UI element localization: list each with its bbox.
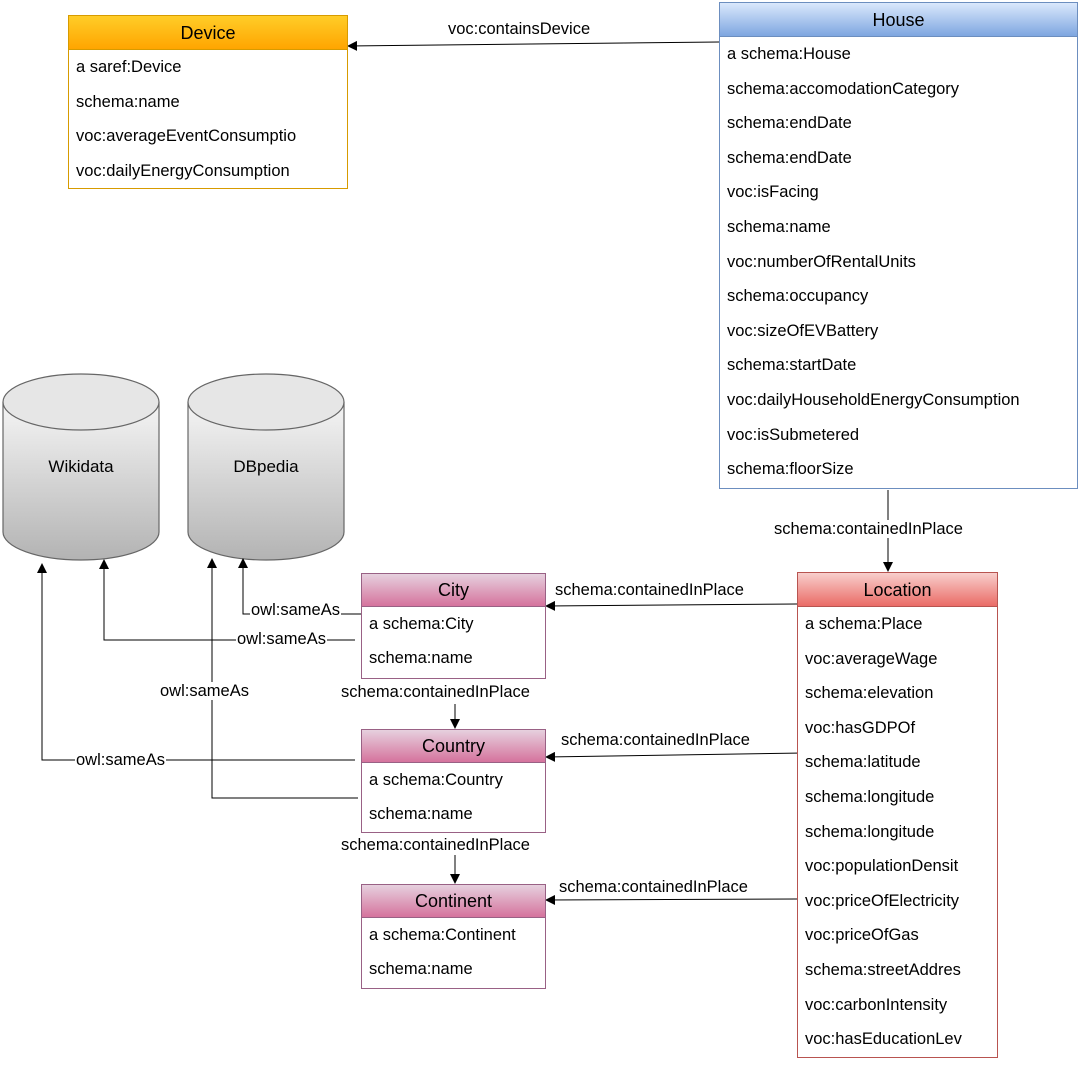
location-attr: voc:populationDensit	[805, 857, 959, 876]
location-attr: voc:hasGDPOf	[805, 718, 916, 737]
continent-attr: schema:name	[369, 960, 473, 978]
edge-location-continent	[545, 894, 798, 905]
continent-entity: Continent a schema:Continent schema:name	[361, 884, 546, 989]
device-attr: voc:dailyEnergyConsumption	[76, 161, 290, 180]
city-title: City	[362, 574, 545, 607]
label-house-device: voc:containsDevice	[447, 20, 592, 38]
country-attr: a schema:Country	[369, 771, 503, 789]
house-attr: schema:floorSize	[727, 460, 854, 479]
house-entity: House a schema:House schema:accomodation…	[719, 2, 1078, 489]
country-entity: Country a schema:Country schema:name	[361, 729, 546, 833]
location-attr: voc:hasEducationLev	[805, 1030, 962, 1049]
location-attr: schema:elevation	[805, 684, 934, 703]
edge-location-country	[545, 751, 804, 762]
label-location-city: schema:containedInPlace	[554, 581, 745, 599]
device-attr: schema:name	[76, 92, 180, 111]
house-attr: schema:endDate	[727, 148, 852, 167]
device-title: Device	[69, 16, 347, 50]
city-attr: schema:name	[369, 649, 473, 667]
location-attr: schema:longitude	[805, 787, 935, 806]
country-title: Country	[362, 730, 545, 763]
city-attr: a schema:City	[369, 615, 474, 633]
house-attr: voc:numberOfRentalUnits	[727, 252, 916, 271]
location-attr: schema:latitude	[805, 753, 921, 772]
edge-house-device	[347, 40, 720, 51]
house-attr: voc:dailyHouseholdEnergyConsumption	[727, 390, 1020, 409]
country-attr: schema:name	[369, 805, 473, 823]
house-attr: schema:name	[727, 217, 831, 236]
location-attr: schema:longitude	[805, 822, 935, 841]
dbpedia-database: DBpedia	[187, 373, 345, 561]
house-attr: schema:startDate	[727, 356, 857, 375]
location-attr: schema:streetAddres	[805, 960, 961, 979]
location-attr: a schema:Place	[805, 615, 923, 633]
house-attr: schema:accomodationCategory	[727, 79, 960, 98]
location-attr: voc:priceOfGas	[805, 926, 919, 945]
location-title: Location	[798, 573, 997, 607]
continent-title: Continent	[362, 885, 545, 918]
location-entity: Location a schema:Place voc:averageWage …	[797, 572, 998, 1058]
label-country-wikidata: owl:sameAs	[75, 751, 166, 769]
house-attr: a schema:House	[727, 45, 851, 63]
wikidata-label: Wikidata	[48, 457, 114, 476]
device-entity: Device a saref:Device schema:name voc:av…	[68, 15, 348, 189]
edge-location-city	[545, 600, 798, 611]
edge-country-wikidata	[37, 563, 355, 761]
location-attr: voc:priceOfElectricity	[805, 891, 960, 910]
house-attr: voc:isSubmetered	[727, 425, 860, 444]
edge-country-dbpedia	[207, 558, 358, 799]
house-attr: voc:isFacing	[727, 183, 819, 202]
label-city-dbpedia: owl:sameAs	[250, 601, 341, 619]
label-location-country: schema:containedInPlace	[560, 731, 751, 749]
label-location-continent: schema:containedInPlace	[558, 878, 749, 896]
wikidata-database: Wikidata	[2, 373, 160, 561]
device-attr: a saref:Device	[76, 58, 182, 76]
label-country-dbpedia: owl:sameAs	[159, 682, 250, 700]
edge-city-wikidata	[99, 559, 355, 641]
label-city-country: schema:containedInPlace	[340, 683, 531, 701]
label-city-wikidata: owl:sameAs	[236, 630, 327, 648]
house-attr: schema:occupancy	[727, 287, 869, 306]
location-attr: voc:carbonIntensity	[805, 995, 948, 1014]
house-title: House	[720, 3, 1077, 37]
location-attr: voc:averageWage	[805, 649, 938, 668]
city-entity: City a schema:City schema:name	[361, 573, 546, 679]
continent-attr: a schema:Continent	[369, 926, 516, 944]
label-house-location: schema:containedInPlace	[773, 520, 964, 538]
device-attr: voc:averageEventConsumptio	[76, 127, 297, 146]
house-attr: schema:endDate	[727, 114, 852, 133]
dbpedia-label: DBpedia	[233, 457, 299, 476]
label-country-continent: schema:containedInPlace	[340, 836, 531, 854]
house-attr: voc:sizeOfEVBattery	[727, 321, 879, 340]
